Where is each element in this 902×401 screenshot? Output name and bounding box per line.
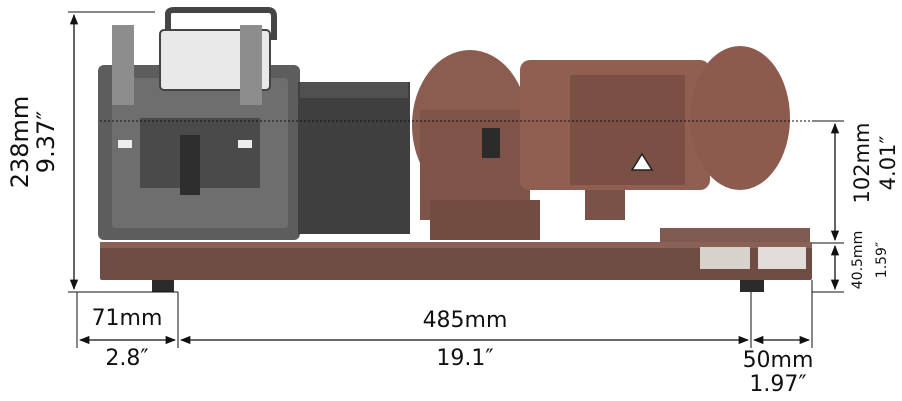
rubber-feet [152,280,764,292]
pump-head [98,7,300,240]
base-plate [100,228,812,280]
shaft-height-mm-label: 102mm [850,122,874,204]
shaft-height-in-label: 4.01″ [876,135,900,191]
gearbox [412,50,540,240]
foot-span-mm-label: 485mm [422,308,508,333]
rear-offset-mm-label: 50mm [742,348,814,373]
motor [520,46,790,220]
height-in-label: 9.37″ [32,110,60,174]
rear-offset-in-label: 1.97″ [749,372,807,397]
front-offset-in-label: 2.8″ [105,346,149,371]
foot-height-in-label: 1.59″ [874,241,890,279]
foot-height-mm-label: 40.5mm [850,230,866,290]
height-mm-label: 238mm [6,95,34,189]
foot-span-in-label: 19.1″ [436,346,494,371]
coupling-housing [298,82,410,234]
reference-lines [68,11,844,348]
dimension-arrows [69,13,840,345]
front-offset-mm-label: 71mm [91,306,163,331]
